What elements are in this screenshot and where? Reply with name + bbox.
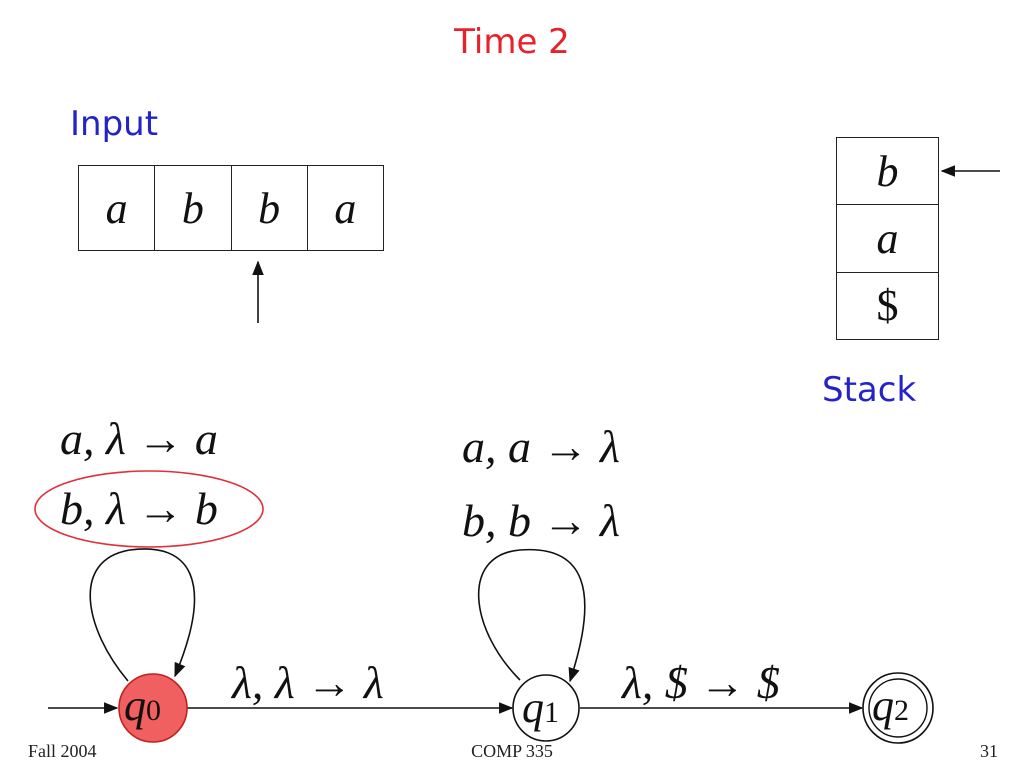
tape-cell: a: [334, 183, 357, 233]
q0-loop-label-1: a, λ → a: [60, 413, 218, 464]
tape-cell: b: [232, 166, 308, 250]
stack-cell: $: [876, 281, 899, 331]
q0-self-loop: [89, 548, 196, 682]
footer-left: Fall 2004: [28, 741, 97, 761]
footer-right: 31: [980, 741, 998, 761]
state-q2-label: q2: [872, 681, 909, 730]
state-q2-inner-circle: [868, 678, 928, 738]
stack-label: Stack: [822, 370, 917, 410]
q1-loop-label-1: a, a → λ: [462, 421, 620, 472]
state-q1-label: q1: [522, 683, 559, 732]
state-q2-outer-circle: [862, 672, 934, 744]
q1-to-q2-label: λ, $ → $: [622, 657, 780, 708]
stack-cell: b: [837, 138, 938, 206]
slide-title: Time 2: [454, 22, 570, 62]
q0-loop-label-2: b, λ → b: [60, 483, 218, 534]
input-label: Input: [70, 104, 159, 144]
transition-highlight: [34, 470, 264, 548]
state-q0-label: q0: [124, 681, 161, 730]
tape-cell: a: [79, 166, 156, 250]
state-q0-circle: [118, 673, 188, 743]
stack: b a $: [836, 137, 939, 340]
q1-loop-label-2: b, b → λ: [462, 495, 620, 546]
stack-cell: a: [837, 205, 938, 273]
tape-cell: b: [155, 166, 232, 250]
state-q1-circle: [512, 674, 580, 742]
q0-to-q1-label: λ, λ → λ: [232, 657, 384, 708]
footer-center: COMP 335: [471, 741, 553, 761]
input-tape: a b b a: [78, 165, 384, 251]
q1-self-loop: [477, 548, 586, 683]
